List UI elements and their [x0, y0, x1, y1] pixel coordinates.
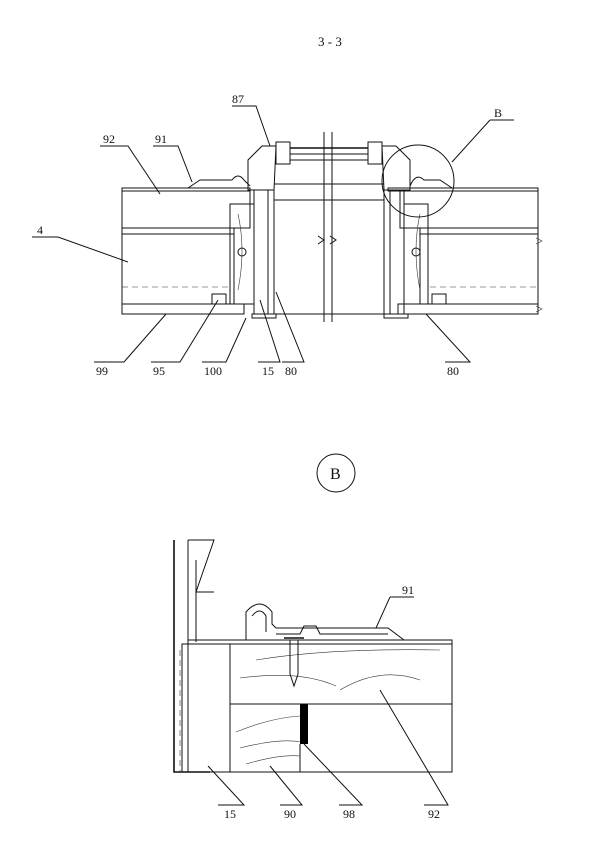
label-100: 100: [204, 364, 222, 378]
plaster-layer-99-left: [121, 303, 245, 315]
black-strip-98: [300, 704, 308, 744]
detail-circle-b: [381, 144, 455, 218]
label-95: 95: [153, 364, 165, 378]
timber-layer-92-left: [121, 190, 251, 229]
detail-marker-label: B: [330, 466, 341, 483]
detail-label-98: 98: [343, 807, 355, 821]
insulation-15-right: [389, 189, 405, 315]
timber-layer-92-right: [399, 190, 539, 229]
insulation-15-left: [253, 189, 269, 315]
curb-87-left: [247, 145, 277, 191]
section-title: 3 - 3: [318, 34, 342, 49]
label-91: 91: [155, 132, 167, 146]
detail-label-90: 90: [284, 807, 296, 821]
label-4: 4: [37, 223, 43, 237]
screw-icon: [289, 640, 299, 688]
detail-marker: B: [316, 453, 356, 493]
timber-92-detail: [229, 643, 453, 705]
frame-right: [367, 141, 447, 319]
section-3-3: 3 - 3: [32, 34, 543, 378]
label-80-left: 80: [285, 364, 297, 378]
label-b: B: [494, 106, 502, 120]
label-87: 87: [232, 92, 244, 106]
label-15: 15: [262, 364, 274, 378]
plaster-layer-99-right: [397, 303, 539, 315]
detail-b: 91 15 90 98 92: [173, 539, 453, 821]
insulation-15-detail: [181, 643, 231, 773]
detail-label-92: 92: [428, 807, 440, 821]
detail-label-15: 15: [224, 807, 236, 821]
batten-90-detail: [229, 703, 453, 773]
roof-assembly-left: [121, 187, 251, 315]
skylight-opening: [274, 132, 384, 322]
roof-assembly-right: [387, 187, 543, 315]
label-80-right: 80: [447, 364, 459, 378]
frame-left: [211, 141, 291, 319]
label-99: 99: [96, 364, 108, 378]
flashing-91: [187, 175, 453, 189]
leader-lines: [32, 105, 514, 363]
detail-label-91: 91: [402, 583, 414, 597]
label-92: 92: [103, 132, 115, 146]
